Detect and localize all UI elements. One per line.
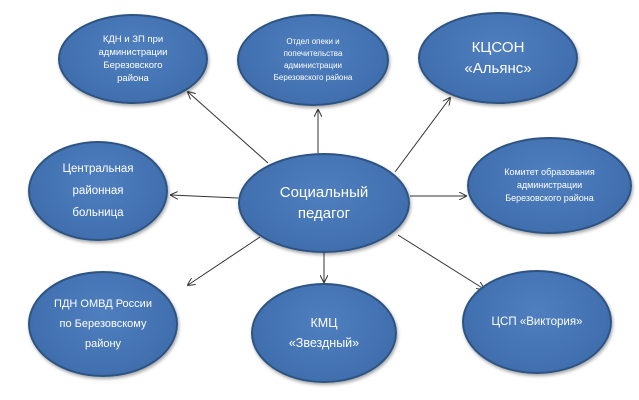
node-center: Социальный педагог (238, 153, 410, 253)
node-kmc-label: КМЦ «Звездный» (288, 316, 360, 350)
node-komitet-label: Комитет образования администрации Березо… (504, 167, 595, 203)
node-crb: Центральная районная больница (28, 141, 168, 241)
node-kcson-label: КЦСОН «Альянс» (464, 39, 532, 77)
node-pdn-label: ПДН ОМВД России по Березовскому району (54, 298, 152, 350)
node-kcson: КЦСОН «Альянс» (418, 12, 578, 104)
node-pdn: ПДН ОМВД России по Березовскому району (28, 271, 178, 377)
arrow-to-pdn (188, 236, 261, 285)
arrow-to-crb (171, 195, 239, 198)
arrow-to-kcson (394, 98, 450, 173)
arrow-to-csp (397, 234, 484, 289)
node-kdn: КДН и ЗП при администрации Березовского … (58, 14, 208, 104)
node-opeka-label: Отдел опеки и попечительства администрац… (273, 37, 353, 82)
node-opeka: Отдел опеки и попечительства администрац… (237, 14, 389, 106)
node-csp-label: ЦСП «Виктория» (491, 316, 583, 328)
node-crb-label: Центральная районная больница (62, 163, 134, 219)
node-komitet: Комитет образования администрации Березо… (467, 137, 632, 234)
node-kmc: КМЦ «Звездный» (251, 283, 397, 383)
node-csp: ЦСП «Виктория» (462, 270, 612, 374)
node-center-label: Социальный педагог (279, 184, 369, 222)
node-kdn-label: КДН и ЗП при администрации Березовского … (98, 34, 168, 84)
arrow-to-kdn (188, 92, 269, 164)
